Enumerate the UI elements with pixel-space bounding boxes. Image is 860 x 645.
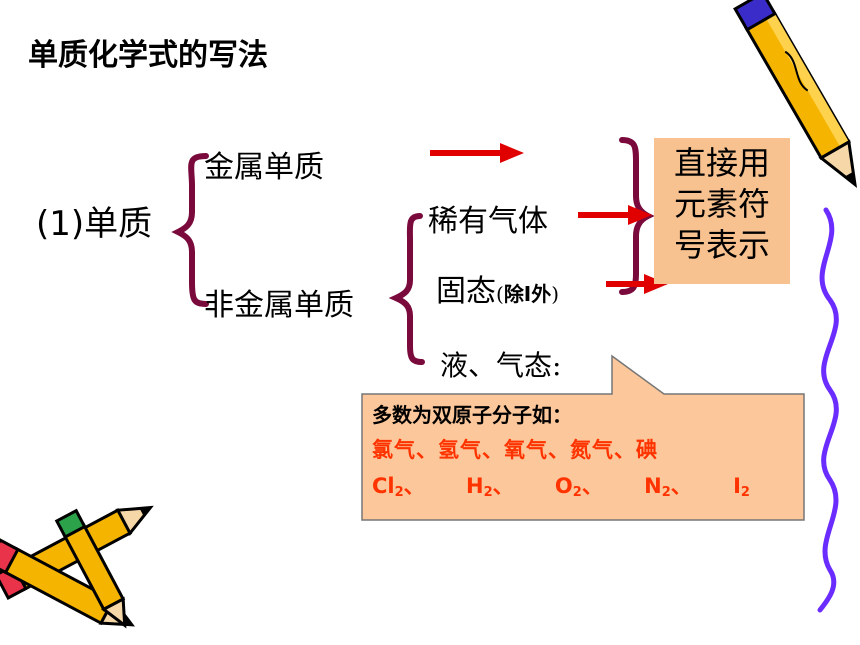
pencils-icon <box>0 505 154 629</box>
result-box: 直接用 元素符 号表示 <box>654 138 790 284</box>
pencil-icon <box>733 0 858 189</box>
slide-title: 单质化学式的写法 <box>28 38 268 73</box>
liquid-gas-label: 液、气态: <box>440 349 562 382</box>
arrow-noble <box>578 205 652 225</box>
nonmetal-brace <box>388 213 425 365</box>
callout-content: 多数为双原子分子如： 氯气、氢气、氧气、氮气、碘 Cl2、 H2、 O2、 N2… <box>372 398 750 504</box>
branch-nonmetal-label: 非金属单质 <box>204 288 354 323</box>
solid-note: (除I外) <box>496 282 560 306</box>
formula-cl2: Cl2、 <box>372 474 425 500</box>
formula-i2: I2 <box>733 474 750 500</box>
solid-label: 固态(除I外) <box>436 266 559 310</box>
callout-line-intro: 多数为双原子分子如： <box>372 403 572 427</box>
decor-wavy-line <box>817 207 839 613</box>
root-brace <box>171 153 209 307</box>
arrow-metal <box>430 143 524 163</box>
root-label: (1)单质 <box>36 204 153 244</box>
arrow-solid <box>606 274 668 294</box>
callout-line-names: 氯气、氢气、氧气、氮气、碘 <box>372 438 658 462</box>
formula-o2: O2、 <box>554 474 603 500</box>
callout-shape <box>361 354 805 521</box>
result-line: 直接用 <box>673 144 770 182</box>
callout-line-formulas: Cl2、 H2、 O2、 N2、 I2 <box>372 468 750 504</box>
formula-h2: H2、 <box>465 474 514 500</box>
result-line: 号表示 <box>673 226 770 264</box>
solid-text: 固态 <box>436 274 496 309</box>
branch-metal-label: 金属单质 <box>204 150 324 185</box>
result-line: 元素符 <box>673 185 770 223</box>
noble-gas-label: 稀有气体 <box>428 204 548 239</box>
formula-n2: N2、 <box>644 474 692 500</box>
